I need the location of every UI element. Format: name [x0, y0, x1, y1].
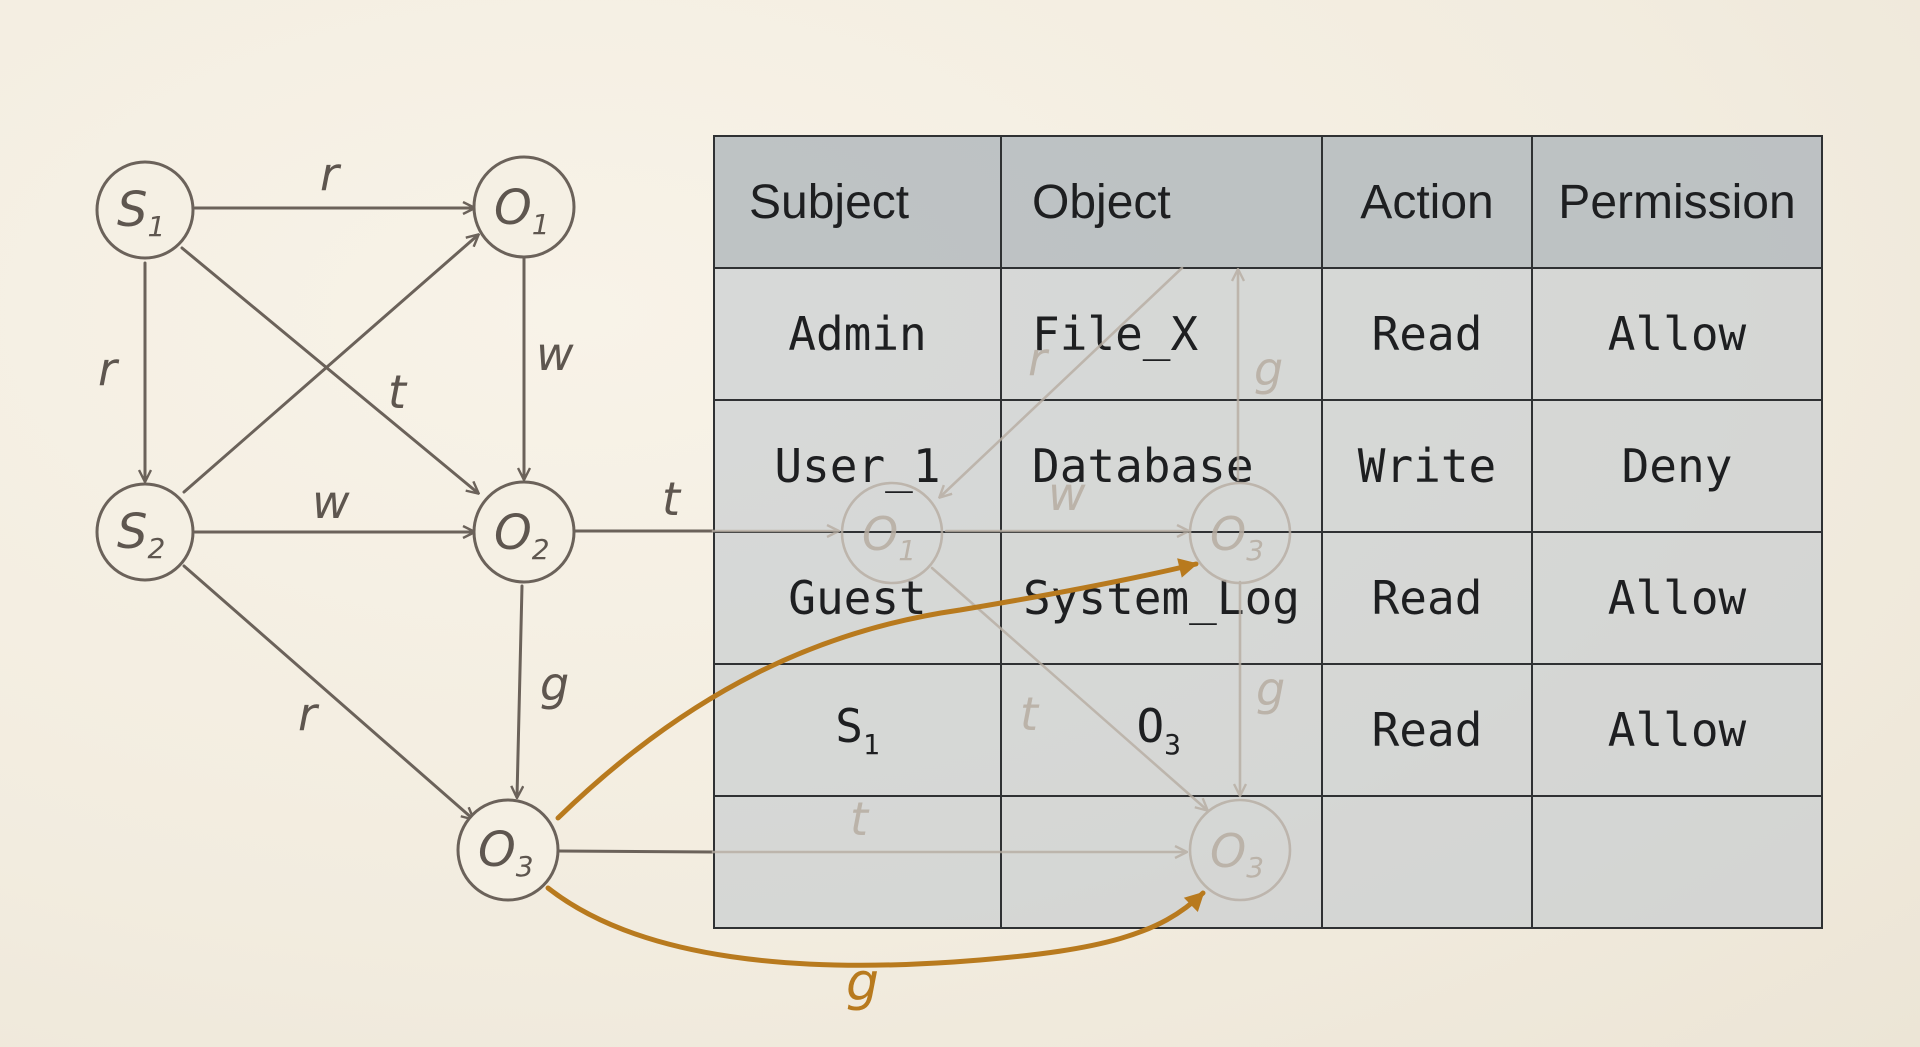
cell-permission: Deny — [1531, 399, 1823, 533]
ghost-label-w: w — [1048, 467, 1086, 521]
edge-label-s1-s2: r — [98, 342, 120, 396]
cell-subject: S1 — [713, 663, 1002, 797]
node-o3 — [456, 798, 560, 902]
ghost-label-g2: g — [1256, 662, 1285, 716]
cell-permission: Allow — [1531, 267, 1823, 401]
ghost-label-r: r — [1028, 332, 1050, 386]
edge-o3-table — [556, 849, 715, 854]
ghost-edge-table-o1 — [940, 266, 1184, 497]
cell-action: Read — [1321, 267, 1533, 401]
edge-o2-o3 — [517, 584, 522, 797]
node-o1 — [472, 155, 576, 259]
header-object: Object — [1000, 135, 1323, 269]
edge-s2-o3 — [182, 564, 473, 819]
cell-permission: Allow — [1531, 663, 1823, 797]
node-s2 — [95, 482, 195, 582]
table-row: User_1 Database Write Deny — [713, 399, 1823, 533]
table-row: S1 O3 Read Allow — [713, 663, 1823, 797]
edge-s1-o2 — [180, 246, 478, 493]
cell-action — [1321, 795, 1533, 929]
ghost-node-o3 — [1188, 481, 1292, 585]
node-s1 — [95, 160, 195, 260]
edge-label-s1-o2: t — [388, 365, 408, 419]
cell-action: Write — [1321, 399, 1533, 533]
node-o3-label: O3 — [478, 822, 534, 883]
grant-arc-o3-to-o3b — [555, 558, 1199, 821]
edge-label-o2-out: t — [662, 472, 682, 526]
node-o1-label: O1 — [494, 180, 550, 241]
cell-subject: Guest — [713, 531, 1002, 665]
node-s2-label: S2 — [117, 504, 165, 565]
grant-label: g — [846, 953, 879, 1013]
cell-object: O3 — [1000, 663, 1323, 797]
ghost-node-o1 — [840, 481, 944, 585]
cell-subject — [713, 795, 1002, 929]
cell-action: Read — [1321, 531, 1533, 665]
table-row-empty — [713, 795, 1823, 929]
ghost-node-o3c — [1188, 798, 1292, 902]
ghost-label-t2: t — [850, 792, 870, 846]
cell-object: File_X — [1000, 267, 1323, 401]
node-s1-label: S1 — [117, 182, 165, 243]
cell-object — [1000, 795, 1323, 929]
edge-label-s2-o3: r — [298, 687, 320, 741]
edge-label-s1-o1: r — [320, 147, 342, 201]
ghost-label-t1: t — [1020, 687, 1040, 741]
ghost-node-o1-label: O1 — [862, 507, 916, 567]
header-action: Action — [1321, 135, 1533, 269]
ghost-node-o3c-label: O3 — [1210, 824, 1264, 884]
ghost-edge-o1-o3c — [930, 566, 1207, 810]
cell-subject: Admin — [713, 267, 1002, 401]
node-o2 — [472, 480, 576, 584]
grant-arc-o3-to-o3c — [545, 885, 1206, 968]
node-o2-label: O2 — [494, 505, 550, 566]
edge-label-o1-o2: w — [536, 327, 574, 381]
cell-subject: User_1 — [713, 399, 1002, 533]
edge-label-s2-o2: w — [312, 475, 350, 529]
cell-object: Database — [1000, 399, 1323, 533]
table-row: Admin File_X Read Allow — [713, 267, 1823, 401]
table-row: Guest System_Log Read Allow — [713, 531, 1823, 665]
edge-label-o2-o3: g — [540, 657, 569, 711]
edge-s2-o1 — [182, 235, 478, 494]
cell-permission: Allow — [1531, 531, 1823, 665]
access-control-table: Subject Object Action Permission Admin F… — [713, 135, 1823, 929]
header-subject: Subject — [713, 135, 1002, 269]
cell-permission — [1531, 795, 1823, 929]
cell-action: Read — [1321, 663, 1533, 797]
header-permission: Permission — [1531, 135, 1823, 269]
ghost-label-g1: g — [1254, 342, 1283, 396]
ghost-node-o3-label: O3 — [1210, 507, 1264, 567]
table-header-row: Subject Object Action Permission — [713, 135, 1823, 269]
